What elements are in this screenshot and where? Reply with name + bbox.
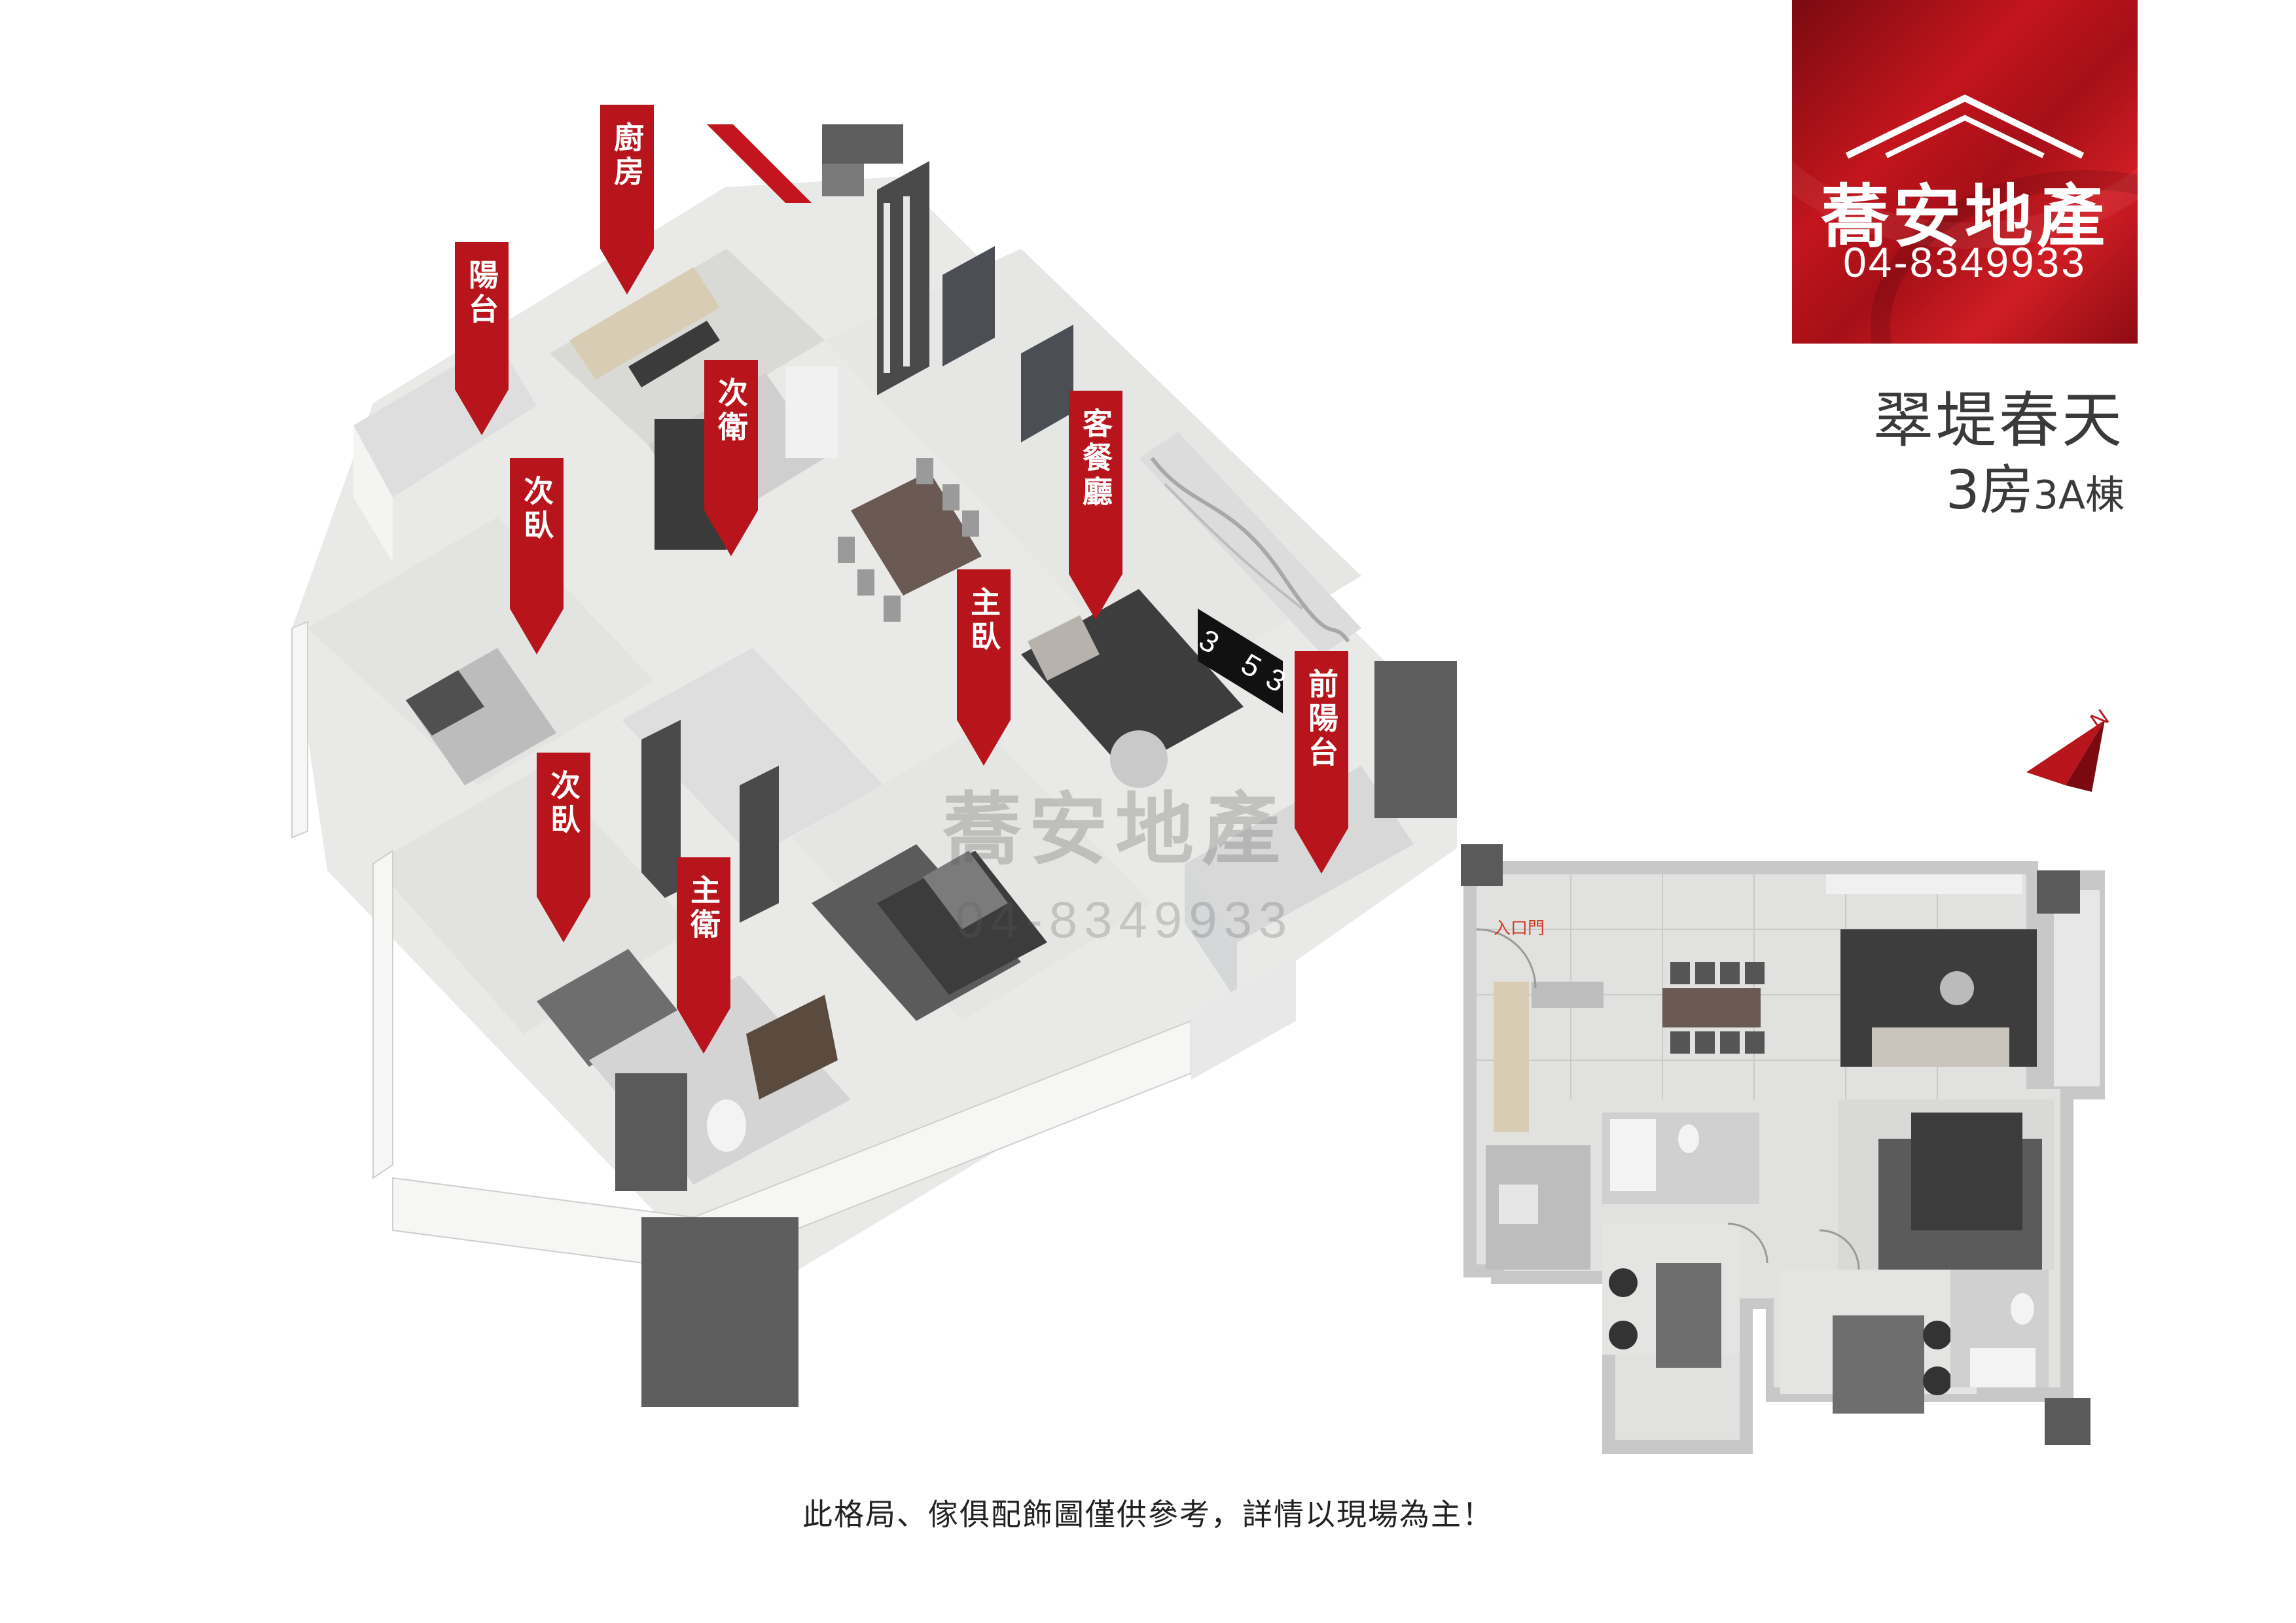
tv-screen [1198, 609, 1283, 713]
2d-master-bed [1911, 1113, 2022, 1230]
pillar-right [1374, 661, 1457, 818]
front-balcony-floor [1185, 766, 1414, 942]
layout-building: 3A棟 [2033, 473, 2125, 518]
tag-master-bedroom: 主臥 [957, 569, 1011, 766]
tag-master-bath: 主衛 [677, 857, 730, 1054]
project-title: 翠堤春天 [1873, 385, 2125, 455]
tag-living-dining: 客餐廳 [1069, 391, 1122, 620]
disclaimer-text: 此格局、傢俱配飾圖僅供參考，詳情以現場為主！ [802, 1497, 1494, 1532]
kitchen-counter [569, 267, 720, 380]
tag-kitchen: 廚房 [600, 105, 654, 294]
2d-sofa [1872, 1027, 2009, 1067]
vanity [746, 995, 838, 1099]
bedroom-2-floor [308, 517, 655, 785]
tag-front-balcony: 前陽台 [1295, 651, 1348, 874]
bed-3 [537, 949, 681, 1067]
tag-bedroom-2: 次臥 [510, 458, 564, 654]
brand-name: 蕎安地產 [1820, 177, 2109, 257]
tag-balcony: 陽台 [455, 242, 509, 435]
dining-table [851, 471, 982, 596]
tag-guest-bath-top: 次衛 [704, 360, 758, 556]
corridor-floor [622, 648, 884, 857]
entry-door-label: 入口門 [1494, 919, 1545, 938]
watermark-phone: 04-8349933 [956, 891, 1294, 948]
layout-rooms: 3房 [1945, 459, 2034, 522]
compass-icon [2026, 720, 2105, 792]
roof-icon [1845, 94, 2085, 159]
2d-front-balcony [2054, 890, 2100, 1086]
watermark-brand: 蕎安地產 [942, 785, 1288, 876]
glass-railing [1185, 864, 1237, 1001]
pillar-top [822, 124, 903, 164]
brand-phone: 04-8349933 [1843, 239, 2087, 286]
marble-wall [1139, 432, 1361, 654]
pillar-bottom [641, 1217, 798, 1407]
project-subtitle: 3房3A棟 [1946, 446, 2125, 524]
armchair [1028, 615, 1100, 681]
2d-kitchen-counter [1494, 982, 1529, 1132]
entry-arrows [707, 124, 812, 203]
brand-logo: 蕎安地產 04-8349933 [1792, 0, 2138, 344]
2d-dining-table [1662, 988, 1761, 1027]
tag-bedroom-3: 次臥 [537, 753, 590, 942]
